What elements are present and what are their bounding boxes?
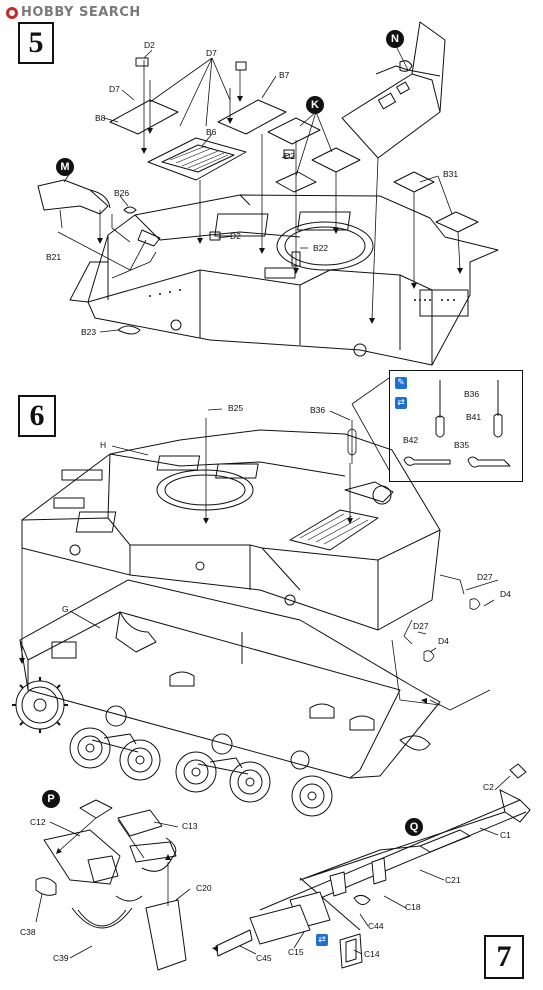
part-label: C44 — [368, 921, 384, 931]
part-label: C2 — [483, 782, 494, 792]
inset-parts — [403, 380, 511, 468]
part-label: B36 — [464, 389, 480, 399]
part-label: C13 — [182, 821, 198, 831]
part-label: C14 — [364, 949, 380, 959]
part-label: C38 — [20, 927, 36, 937]
step6-vehicle — [12, 429, 441, 817]
part-label: B23 — [81, 327, 97, 337]
part-label: B35 — [454, 440, 470, 450]
part-label: B6 — [206, 127, 217, 137]
part-label: B41 — [466, 412, 482, 422]
part-label: B8 — [95, 113, 106, 123]
part-label: B22 — [313, 243, 329, 253]
step-7-box: 7 — [484, 935, 524, 979]
callout-M: M — [56, 158, 74, 176]
part-label: B21 — [46, 252, 62, 262]
callout-N: N — [386, 30, 404, 48]
watermark-logo-icon — [6, 6, 18, 19]
part-label: C1 — [500, 830, 511, 840]
part-label: C21 — [445, 875, 461, 885]
step7-arrowheads — [56, 848, 218, 952]
part-label: H — [100, 440, 107, 450]
step5-leaders — [57, 41, 461, 333]
glue-icon: ✎ — [395, 377, 407, 389]
part-label: D4 — [500, 589, 511, 599]
part-label: B7 — [279, 70, 290, 80]
part-label: D27 — [477, 572, 493, 582]
part-label: D2 — [144, 40, 155, 50]
part-label: C15 — [288, 947, 304, 957]
part-label: D2 — [230, 231, 241, 241]
callout-P: P — [42, 790, 60, 808]
two-options-icon: ⇄ — [316, 934, 328, 946]
step-5-box: 5 — [18, 22, 54, 64]
part-label: D7 — [109, 84, 120, 94]
step5-hull — [69, 194, 499, 366]
watermark: HOBBY SEARCH — [6, 5, 141, 20]
step7-parts — [35, 763, 531, 971]
part-label: D2 — [284, 151, 295, 161]
callout-Q: Q — [405, 818, 423, 836]
part-label: G — [62, 604, 69, 614]
part-label: C20 — [196, 883, 212, 893]
part-label: D4 — [438, 636, 449, 646]
part-label: D7 — [206, 48, 217, 58]
part-label: C39 — [53, 953, 69, 963]
part-label: C18 — [405, 902, 421, 912]
step5-arrowheads — [97, 96, 463, 324]
part-label: B42 — [403, 435, 419, 445]
callout-K: K — [306, 96, 324, 114]
step5-parts — [37, 21, 479, 267]
inset-detail-box — [389, 370, 523, 482]
step7-leaders — [35, 775, 511, 959]
part-label: D27 — [413, 621, 429, 631]
part-label: B36 — [310, 405, 326, 415]
watermark-text: HOBBY SEARCH — [21, 5, 141, 20]
step-6-box: 6 — [18, 395, 56, 437]
part-label: B25 — [228, 403, 244, 413]
part-label: C45 — [256, 953, 272, 963]
two-options-icon: ⇄ — [395, 397, 407, 409]
step6-arrowheads — [19, 518, 427, 704]
step6-leaders — [21, 377, 499, 711]
part-label: B31 — [443, 169, 459, 179]
part-label: C12 — [30, 817, 46, 827]
part-label: B26 — [114, 188, 130, 198]
